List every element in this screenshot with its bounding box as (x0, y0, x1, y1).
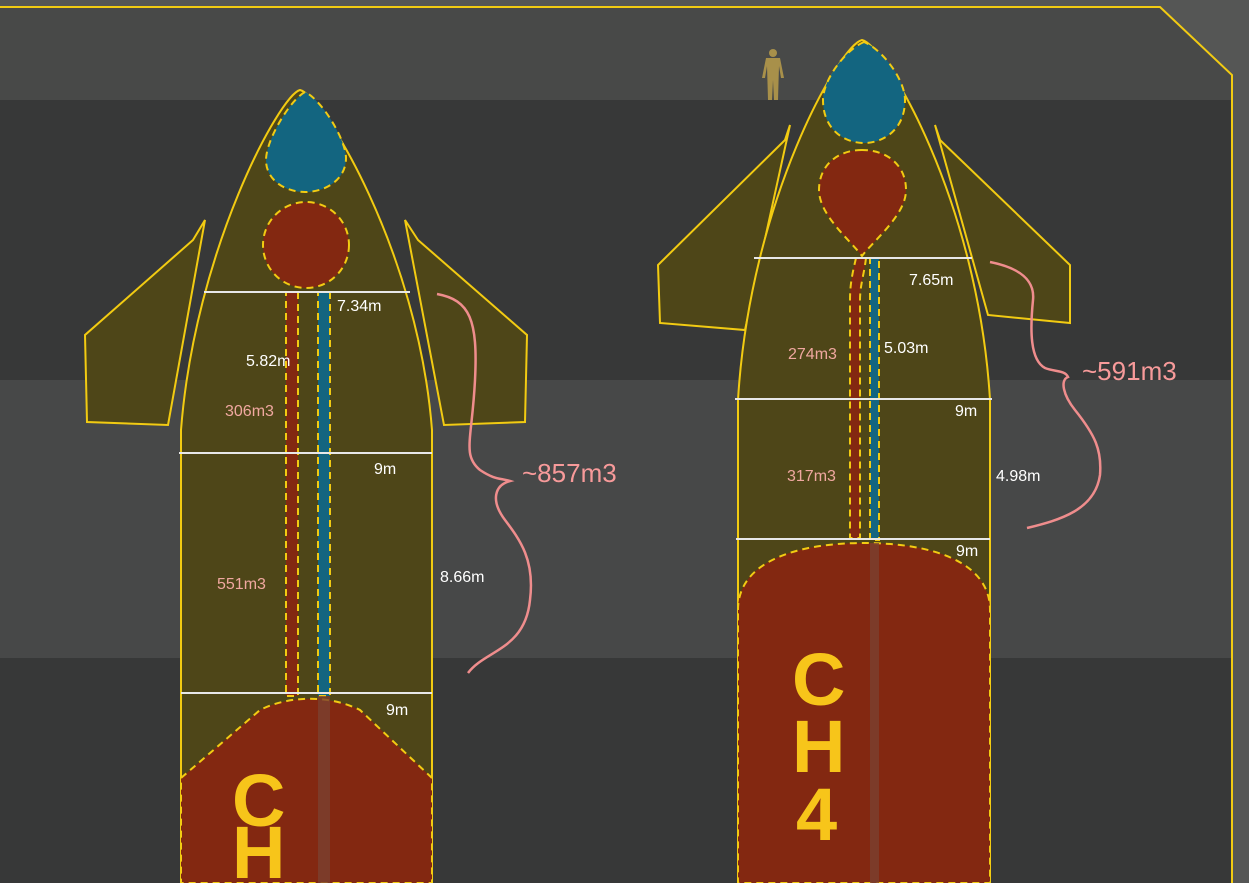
frame-outline (0, 6, 1233, 883)
rocket-right: 7.65m 274m3 5.03m 9m 317m3 4.98m 9m C H … (656, 38, 1177, 883)
lox-header-tank (821, 40, 907, 145)
bottom-width-label: 9m (956, 543, 978, 560)
bottom-width-label: 9m (386, 702, 408, 719)
lox-pipe-through-tank (870, 543, 879, 883)
upper-height-label: 5.82m (246, 353, 290, 370)
total-volume-label: ~591m3 (1082, 356, 1177, 386)
tank-label-h: H (232, 811, 285, 883)
tank-label-c: C (232, 759, 285, 842)
lower-height-label: 8.66m (440, 569, 484, 586)
lox-pipe-through-tank (318, 696, 330, 883)
methane-header-tank (262, 201, 350, 289)
lox-header-tank (264, 90, 348, 194)
upper-height-label: 5.03m (884, 340, 928, 357)
upper-volume-label: 306m3 (225, 403, 274, 420)
left-wing (656, 124, 791, 332)
tank-label-c: C (792, 638, 845, 721)
methane-header-tank (817, 148, 908, 258)
tank-label-4: 4 (796, 773, 837, 856)
lower-volume-label: 317m3 (787, 468, 836, 485)
lox-downcomer (317, 291, 331, 697)
right-wing (934, 124, 1071, 325)
lower-height-label: 4.98m (996, 468, 1040, 485)
upper-width-label: 7.34m (337, 298, 381, 315)
mid-width-label: 9m (955, 403, 977, 420)
rocket-left: 7.34m 5.82m 306m3 9m 551m3 8.66m 9m C H … (83, 88, 617, 883)
volume-brace (436, 292, 533, 674)
upper-width-label: 7.65m (909, 272, 953, 289)
right-wing (404, 219, 529, 427)
human-scale-figure-icon (762, 49, 784, 100)
total-volume-label: ~857m3 (522, 458, 617, 488)
mid-width-label: 9m (374, 461, 396, 478)
left-wing (83, 219, 206, 427)
upper-volume-label: 274m3 (788, 346, 837, 363)
band-dark-1 (0, 100, 1232, 380)
lower-volume-label: 551m3 (217, 576, 266, 593)
volume-brace (989, 260, 1102, 530)
tank-label-h: H (792, 705, 845, 788)
methane-main-tank (737, 541, 991, 883)
